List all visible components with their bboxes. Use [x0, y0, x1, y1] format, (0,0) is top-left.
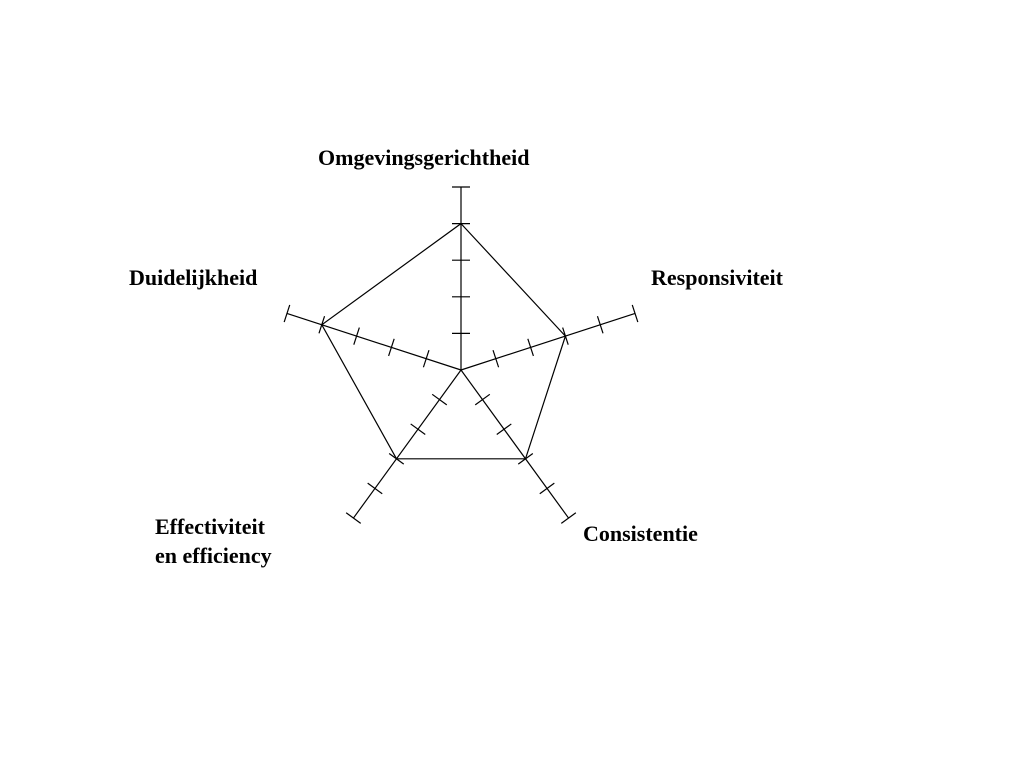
radar-tick-mark — [367, 482, 383, 495]
radar-axis-line — [460, 312, 636, 371]
radar-tick-mark — [527, 338, 534, 357]
radar-axis-line — [352, 369, 462, 519]
radar-tick-mark — [431, 393, 448, 406]
axis-label-omgevingsgerichtheid: Omgevingsgerichtheid — [318, 143, 529, 172]
radar-tick-mark — [496, 423, 512, 435]
radar-tick-mark — [353, 327, 360, 345]
radar-axes — [286, 187, 636, 519]
radar-axis-line — [286, 312, 462, 371]
radar-tick-mark — [345, 512, 362, 524]
radar-axis-line — [460, 369, 570, 519]
radar-tick-mark — [422, 349, 430, 368]
radar-tick-mark — [474, 393, 491, 406]
axis-label-responsiviteit: Responsiviteit — [651, 263, 783, 292]
axis-label-line: Effectiviteit — [155, 514, 265, 539]
axis-label-line: Omgevingsgerichtheid — [318, 145, 530, 170]
axis-label-duidelijkheid: Duidelijkheid — [129, 263, 257, 292]
axis-label-line: Responsiviteit — [651, 265, 783, 290]
radar-tick-mark — [283, 304, 291, 323]
radar-tick-mark — [410, 423, 426, 435]
radar-value-polygon-group — [321, 222, 567, 460]
axis-label-line: Consistentie — [583, 521, 698, 546]
radar-tick-mark — [596, 316, 604, 334]
radar-tick-mark — [539, 482, 555, 495]
radar-tick-mark — [492, 349, 500, 368]
radar-tick-mark — [631, 304, 639, 323]
axis-label-line: en efficiency — [155, 543, 272, 568]
radar-tick-mark — [388, 338, 395, 357]
axis-label-line: Duidelijkheid — [129, 265, 258, 290]
axis-label-consistentie: Consistentie — [583, 519, 698, 548]
axis-label-effectiviteit-en-efficiency: Effectiviteit en efficiency — [155, 512, 272, 570]
radar-value-polygon — [321, 222, 567, 460]
radar-tick-mark — [560, 512, 577, 524]
